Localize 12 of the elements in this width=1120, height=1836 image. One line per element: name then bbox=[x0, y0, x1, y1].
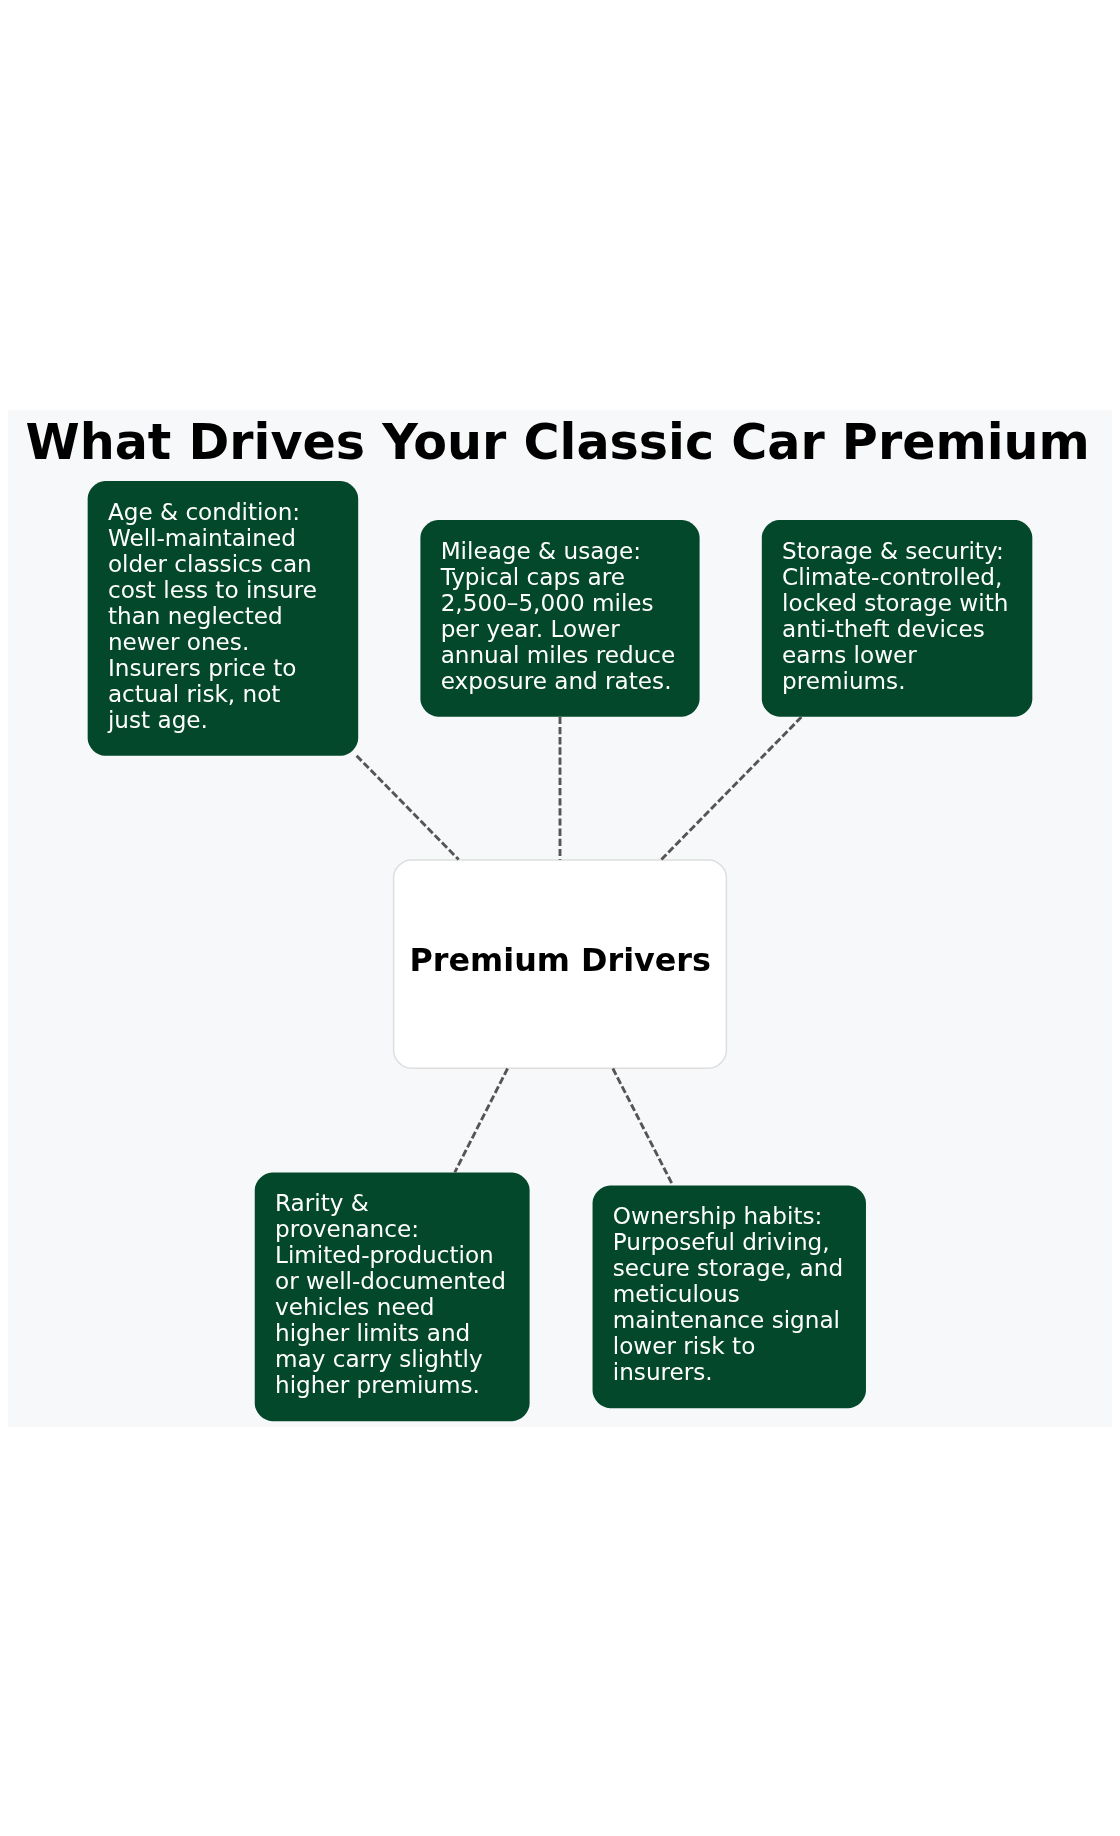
connector bbox=[355, 754, 460, 861]
node-box: Mileage & usage: Typical caps are 2,500–5,000 miles per year. Lower annual miles reduce exposure and rates. bbox=[420, 519, 700, 717]
connector bbox=[611, 1067, 674, 1186]
node-box: Age & condition: Well-maintained older classics can cost less to insure than neglected newer ones. Insurers price to actual risk, not just age. bbox=[87, 480, 359, 756]
connector bbox=[453, 1067, 509, 1173]
connector bbox=[660, 715, 803, 861]
node-box: Ownership habits: Purposeful driving, secure storage, and meticulous maintenance signal lower risk to insurers. bbox=[592, 1184, 866, 1408]
diagram-title: What Drives Your Classic Car Premium bbox=[25, 412, 1090, 471]
node-box: Storage & security: Climate-controlled, locked storage with anti-theft devices earns lower premiums. bbox=[761, 519, 1033, 717]
connector bbox=[558, 716, 562, 860]
node-box: Premium Drivers bbox=[392, 858, 728, 1069]
node-box: Rarity & provenance: Limited-production or well-documented vehicles need higher limits and may carry slightly higher premiums. bbox=[254, 1171, 530, 1421]
